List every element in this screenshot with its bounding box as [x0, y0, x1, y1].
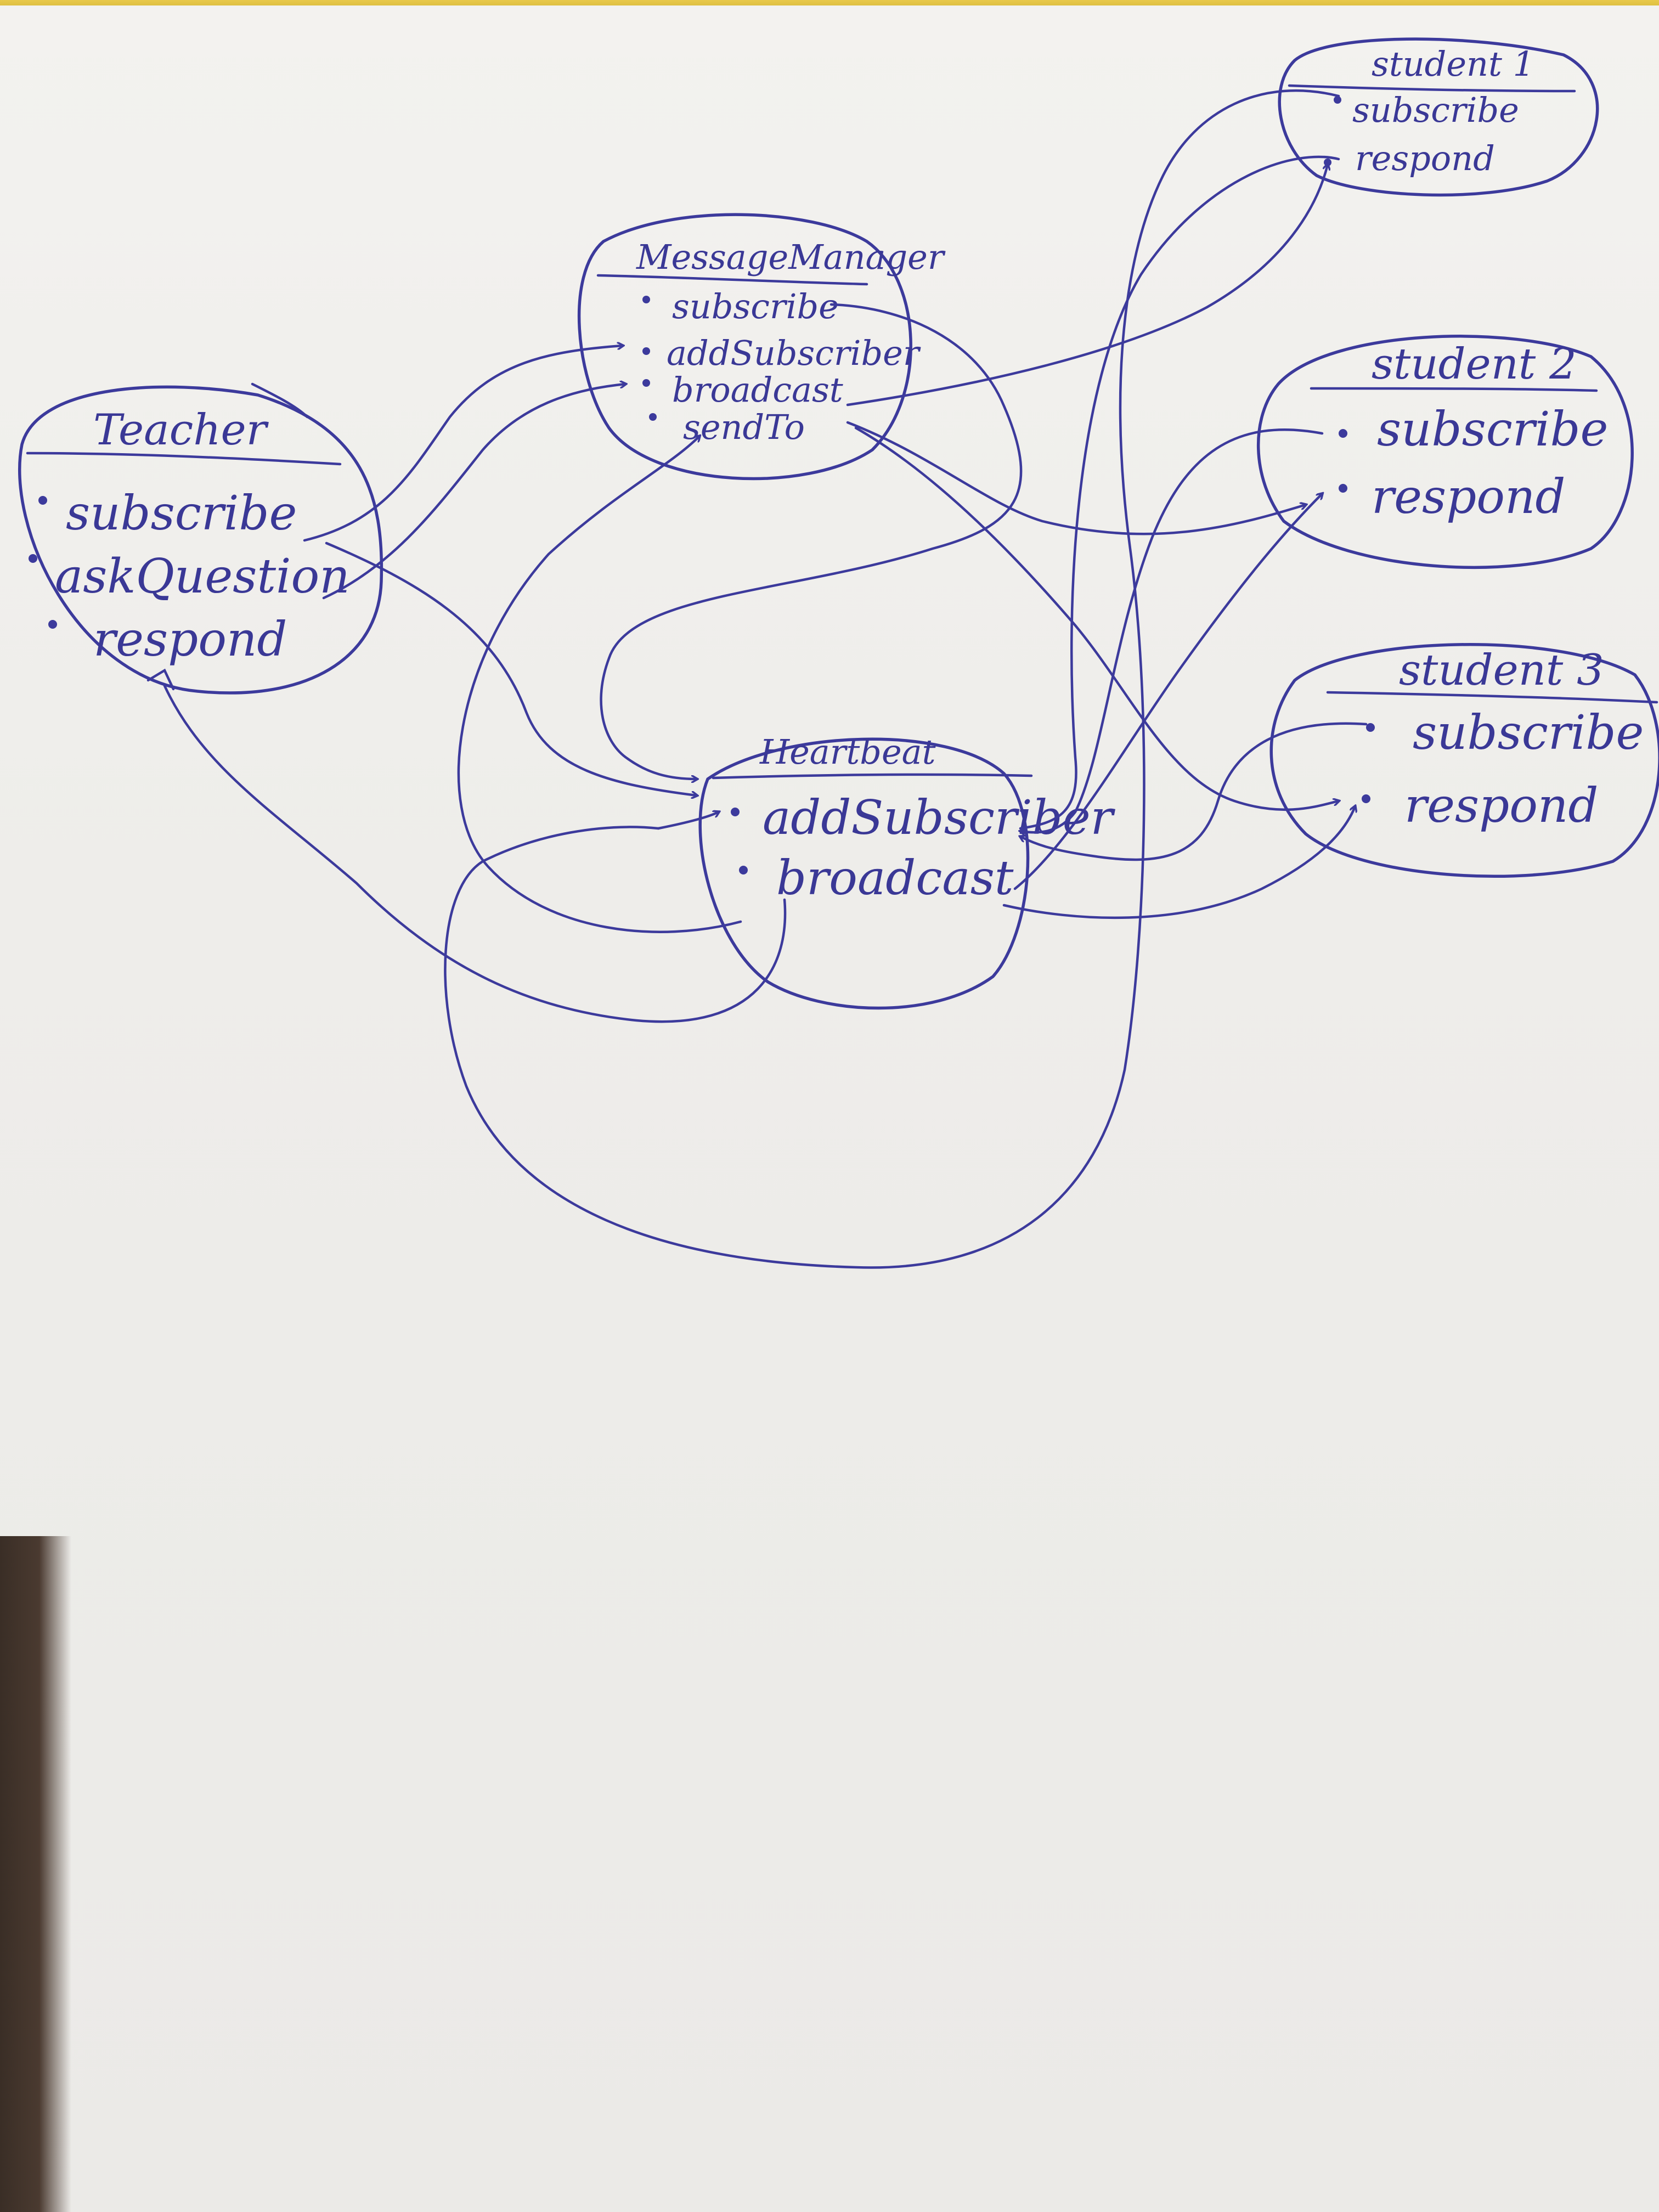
edge-mm-broadcast-to-student1 [846, 165, 1328, 407]
messagemanager-outline [577, 213, 912, 481]
student3-title: student 3 [1399, 646, 1604, 695]
edge-teacher-respond-arrowhead [146, 668, 175, 691]
student3-bullet [1362, 794, 1370, 803]
teacher-outline [18, 385, 383, 695]
teacher-bullet [38, 496, 47, 505]
edge-mm-subscribe-big-loop [600, 303, 1023, 759]
student3-title-underline [1326, 691, 1658, 704]
teacher-title: Teacher [93, 405, 269, 455]
student1-outline [1278, 37, 1599, 197]
heartbeat-bullet [731, 808, 740, 816]
edge-heartbeat-to-student1 [1019, 155, 1340, 830]
node-heartbeat: Heartbeat addSubscriber broadcast [698, 732, 1116, 1010]
node-teacher: Teacher subscribe askQuestion respond [18, 382, 383, 695]
edge-heartbeat-broadcast-to-student3 [1002, 806, 1355, 919]
heartbeat-bullet [739, 866, 748, 874]
heartbeat-method-broadcast: broadcast [776, 851, 1014, 906]
student2-title-underline [1310, 387, 1598, 392]
student2-outline [1256, 335, 1634, 569]
edge-mm-broadcast-to-student2 [846, 421, 1306, 535]
student2-method-respond: respond [1372, 470, 1565, 524]
node-student3: student 3 subscribe respond [1269, 643, 1659, 878]
messagemanager-method-broadcast: broadcast [672, 370, 843, 410]
teacher-bullet [48, 620, 57, 629]
student1-bullet [1334, 96, 1341, 104]
edge-teacher-subscribe-to-mm-addsubscriber [303, 346, 623, 542]
messagemanager-bullet [649, 413, 657, 421]
student1-title: student 1 [1372, 44, 1534, 84]
messagemanager-method-subscribe: subscribe [672, 286, 839, 326]
messagemanager-title: MessageManager [636, 237, 946, 277]
student3-bullet [1366, 723, 1375, 732]
messagemanager-method-addsubscriber: addSubscriber [667, 333, 921, 373]
messagemanager-bullet [642, 296, 650, 303]
messagemanager-bullet [642, 347, 650, 355]
edge-heartbeat-broadcast-to-teacher-respond [163, 684, 787, 1023]
edge-mm-sendto-to-student3 [854, 426, 1339, 811]
paper-edge-shadow [0, 1536, 71, 2212]
messagemanager-method-sendto: sendTo [683, 407, 805, 447]
student3-method-respond: respond [1404, 778, 1598, 833]
student1-method-respond: respond [1355, 138, 1495, 178]
edge-student1-subscribe-to-heartbeat [657, 812, 719, 830]
edge-student1-subscribe-loop [444, 89, 1340, 1269]
teacher-method-subscribe: subscribe [66, 486, 297, 541]
node-messagemanager: MessageManager subscribe addSubscriber b… [577, 213, 946, 481]
edge-student2-subscribe-to-heartbeat [1020, 428, 1324, 832]
edge-teacher-askquestion-to-mm-broadcast [322, 384, 625, 600]
paper-sheet [0, 5, 1659, 2212]
student2-bullet [1339, 429, 1347, 438]
messagemanager-bullet [642, 379, 650, 387]
teacher-title-underline [26, 452, 342, 466]
teacher-outline-tail [251, 382, 309, 419]
heartbeat-title: Heartbeat [759, 732, 936, 772]
teacher-bullet [29, 554, 37, 563]
connections [146, 89, 1368, 1269]
student2-bullet [1339, 484, 1347, 493]
teacher-method-askquestion: askQuestion [55, 549, 350, 604]
student2-title: student 2 [1372, 340, 1577, 389]
edge-student3-subscribe-to-heartbeat [1020, 722, 1368, 861]
teacher-method-respond: respond [93, 612, 287, 667]
edge-mm-subscribe-loop-to-heartbeat [624, 755, 697, 779]
heartbeat-title-underline [712, 773, 1033, 780]
student3-method-subscribe: subscribe [1413, 706, 1644, 760]
student1-title-underline [1288, 84, 1576, 93]
messagemanager-title-underline [596, 274, 868, 286]
edge-heartbeat-broadcast-to-student2 [1013, 494, 1322, 890]
edge-heartbeat-to-mm-sendto [457, 436, 742, 933]
heartbeat-outline [698, 737, 1030, 1010]
student3-outline [1269, 643, 1659, 878]
node-student1: student 1 subscribe respond [1278, 37, 1599, 197]
node-student2: student 2 subscribe respond [1256, 335, 1634, 569]
edge-teacher-subscribe-to-heartbeat [325, 541, 697, 795]
student2-method-subscribe: subscribe [1377, 402, 1608, 457]
student1-method-subscribe: subscribe [1352, 90, 1519, 130]
